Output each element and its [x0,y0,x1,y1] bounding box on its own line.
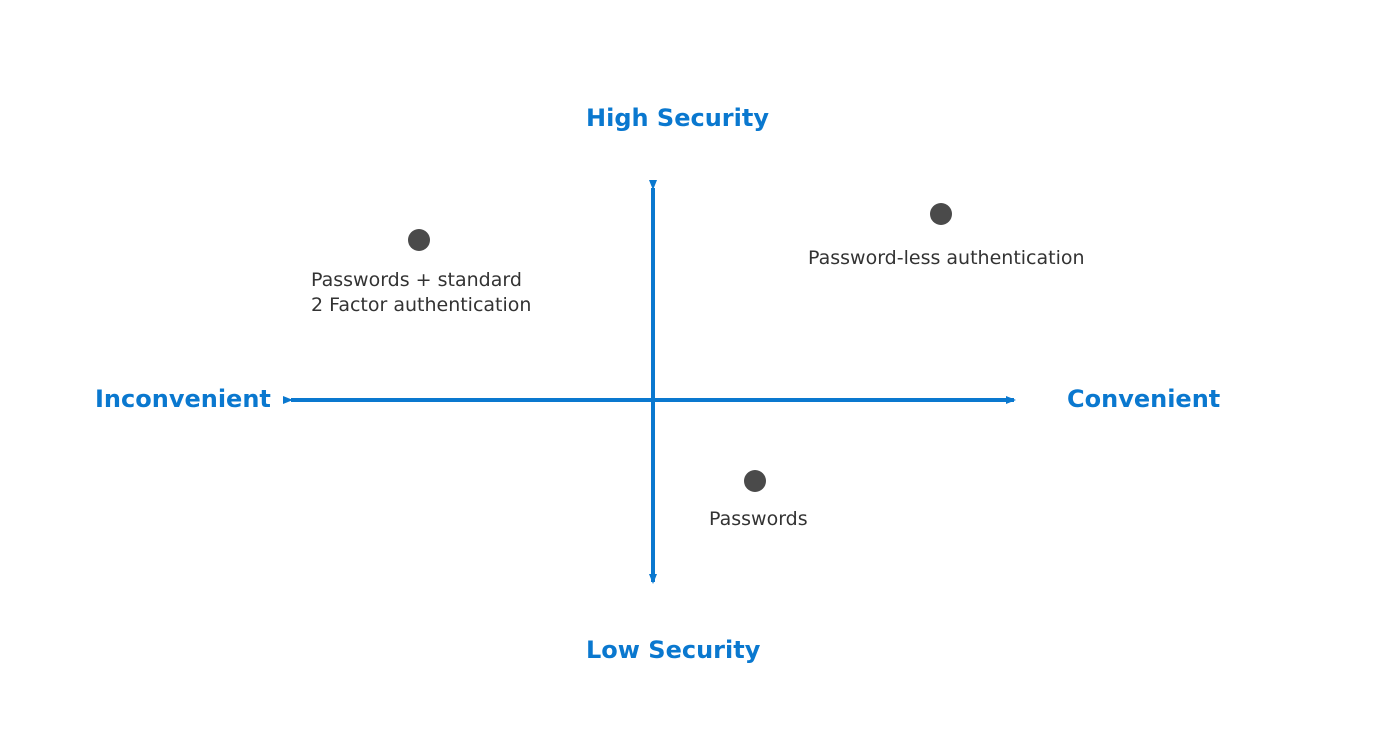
axis-label-high-security: High Security [586,104,769,132]
point-label-passwords: Passwords [709,508,808,530]
point-marker-passwords-2fa [408,229,430,251]
axis-label-convenient: Convenient [1067,385,1221,413]
point-marker-passwords [744,470,766,492]
point-label-passwords-2fa-line1: Passwords + standard [311,269,522,291]
axis-label-inconvenient: Inconvenient [95,385,271,413]
point-label-passwords-2fa-line2: 2 Factor authentication [311,294,532,316]
point-label-passwordless: Password-less authentication [808,247,1085,269]
axis-label-low-security: Low Security [586,636,761,664]
point-marker-passwordless [930,203,952,225]
